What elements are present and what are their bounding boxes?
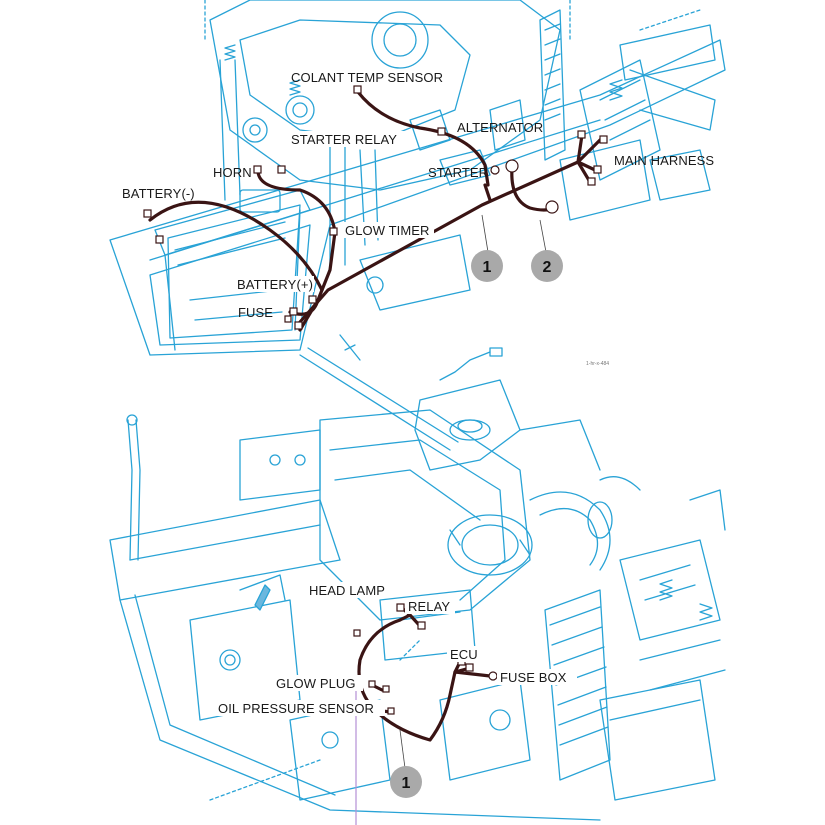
bottom-engine-line-art [109,334,726,821]
bottom-wiring-harness [353,603,498,742]
top-wiring-harness [143,85,608,332]
label-battery-pos: BATTERY(+) [237,277,313,292]
label-bg-glow-plug [273,675,363,691]
label-horn: HORN [213,165,252,180]
label-head-lamp: HEAD LAMP [309,583,385,598]
figure-code: 1-hr-x-484 [586,361,609,367]
label-bg-oil-pressure-sensor [215,700,385,716]
label-ecu: ECU [450,647,478,662]
label-battery-neg: BATTERY(-) [122,186,195,201]
label-relay: RELAY [408,599,450,614]
label-starter-relay: STARTER RELAY [291,132,397,147]
top-labels: COLANT TEMP SENSOR STARTER RELAY ALTERNA… [122,70,714,367]
label-glow-timer: GLOW TIMER [345,223,430,238]
callout-number: 1 [402,775,411,792]
bottom-callout-leaders [399,729,406,769]
top-engine-line-art [109,0,726,356]
label-main-harness: MAIN HARNESS [614,153,714,168]
label-fuse: FUSE [238,305,273,320]
label-alternator: ALTERNATOR [457,120,543,135]
harness-lower-loop [357,618,492,742]
bottom-labels: HEAD LAMP RELAY ECU GLOW PLUG FUSE BOX O… [215,582,577,716]
callout-number: 2 [543,259,552,276]
label-coolant-temp-sensor: COLANT TEMP SENSOR [291,70,443,85]
label-bg-fuse-box [497,669,577,685]
label-bg-ecu [447,646,483,662]
label-bg-head-lamp [306,582,392,598]
label-bg-battery-pos [234,276,314,292]
harness-coolant-branch [356,90,490,187]
top-callouts: 1 2 [471,250,563,282]
top-connectors [143,85,608,330]
label-bg-starter-relay [288,131,408,147]
label-glow-plug: GLOW PLUG [276,676,356,691]
label-bg-glow-timer [342,222,434,238]
label-oil-pressure-sensor: OIL PRESSURE SENSOR [218,701,374,716]
callout-circle [471,250,503,282]
label-fuse-box: FUSE BOX [500,670,567,685]
callout-2-top: 2 [531,250,563,282]
harness-starter-branch [483,183,492,202]
harness-main-harness-branch [576,133,602,184]
callout-circle [531,250,563,282]
harness-battery-neg [148,200,324,292]
callout-number: 1 [483,259,492,276]
callout-1-top: 1 [471,250,503,282]
label-starter: STARTER [428,165,488,180]
callout-1-bottom: 1 [390,766,422,798]
top-callout-leaders [481,214,547,253]
harness-horn [256,170,337,302]
bottom-connectors [353,603,498,715]
label-bg-relay [405,598,455,614]
callout-circle [390,766,422,798]
